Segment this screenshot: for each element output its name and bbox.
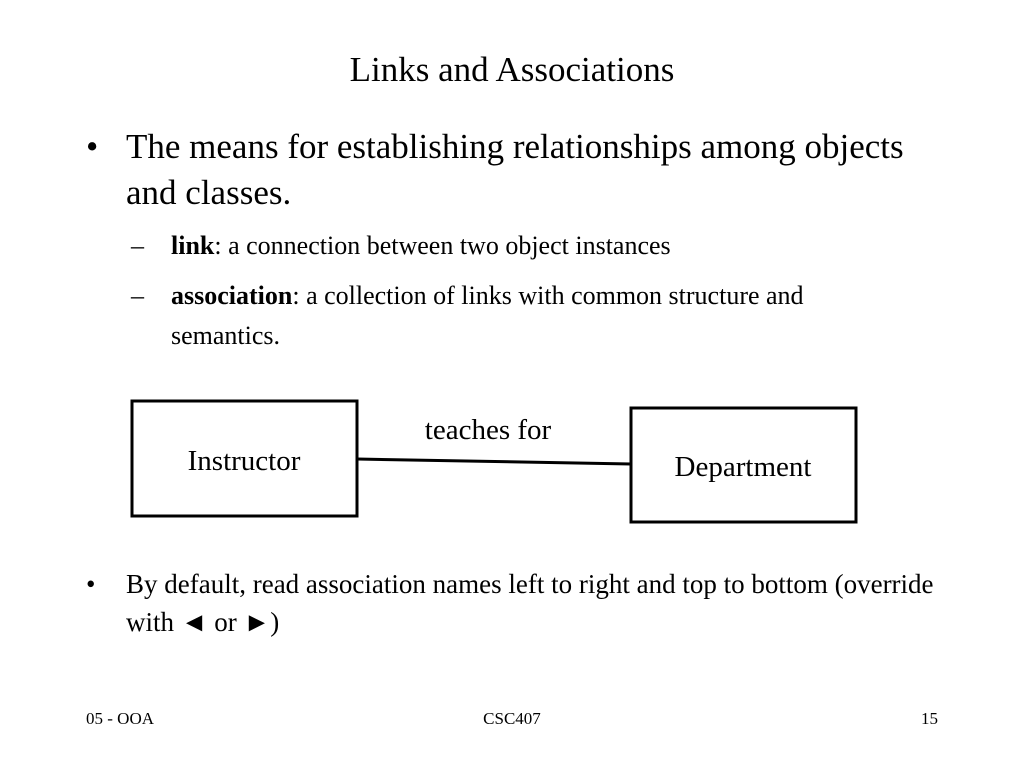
bullet-marker: •	[86, 569, 96, 599]
bullet-marker: •	[86, 127, 99, 166]
association-name: teaches for	[425, 414, 552, 446]
term-link: link	[171, 231, 215, 260]
definition-link: : a connection between two object instan…	[214, 231, 671, 260]
department-class-box	[629, 406, 858, 524]
sub-marker: –	[131, 281, 144, 310]
sub-item-association: – association: a collection of links wit…	[131, 276, 891, 356]
sub-marker: –	[131, 231, 144, 260]
sub-item-link: – link: a connection between two object …	[131, 226, 891, 266]
footer-right: 15	[921, 709, 938, 728]
sub-item-text: association: a collection of links with …	[171, 276, 891, 356]
footer-left: 05 - OOA	[86, 709, 154, 728]
bullet-text: By default, read association names left …	[126, 569, 934, 637]
bullet-item: • The means for establishing relationshi…	[86, 124, 946, 216]
term-association: association	[171, 281, 293, 310]
bullet-item-2: • By default, read association names lef…	[86, 565, 946, 641]
footer-center: CSC407	[483, 709, 541, 728]
instructor-class-box	[130, 399, 359, 518]
definition-association: : a collection of links with common stru…	[171, 281, 804, 350]
department-class-name: Department	[675, 451, 812, 483]
association-line	[356, 457, 632, 466]
sub-item-text: link: a connection between two object in…	[171, 226, 891, 266]
bullet-text: The means for establishing relationships…	[126, 127, 904, 212]
instructor-class-name: Instructor	[188, 445, 301, 477]
slide-title: Links and Associations	[349, 50, 675, 89]
